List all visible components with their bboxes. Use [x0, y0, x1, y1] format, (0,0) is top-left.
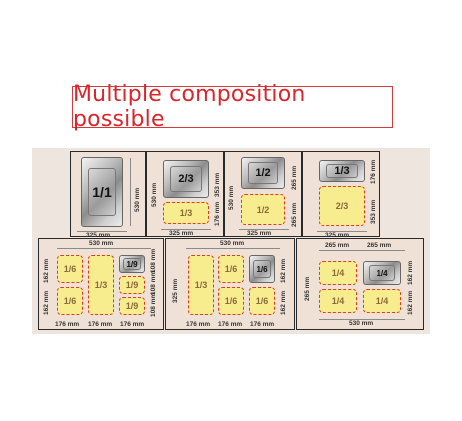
dim-total: 530 mm — [151, 182, 158, 207]
dim-bot: 176 mm — [214, 201, 221, 226]
dim-top: 176 mm — [370, 159, 377, 184]
gn-1-6: 1/6 — [218, 255, 244, 283]
cell-mixed-2: 530 mm 1/3 1/6 1/6 1/6 1/6 325 mm 162 mm… — [165, 238, 295, 330]
dim-width-total: 530 mm — [89, 240, 114, 247]
pan-label: 1/2 — [255, 167, 271, 179]
pan-label: 2/3 — [178, 173, 194, 185]
dim-width-total: 530 mm — [349, 320, 374, 327]
pan-1-2: 1/2 — [241, 157, 285, 189]
dim-h5: 108 mm — [150, 292, 157, 317]
dim-arrow — [239, 229, 289, 230]
gn-1-4: 1/4 — [363, 289, 401, 313]
dim-h2: 162 mm — [43, 290, 50, 315]
pan-1-6: 1/6 — [249, 255, 275, 283]
dim-top: 265 mm — [291, 165, 298, 190]
dim-arrow — [57, 248, 151, 249]
dim-w1: 265 mm — [325, 242, 350, 249]
dim-w3: 176 mm — [250, 321, 275, 328]
dim-width: 325 mm — [86, 232, 111, 239]
dim-bot: 353 mm — [370, 199, 377, 224]
dim-width-total: 530 mm — [220, 240, 245, 247]
dim-arrow — [161, 229, 211, 230]
dim-w1: 176 mm — [55, 321, 80, 328]
pan-1-1: 1/1 — [81, 157, 123, 227]
dim-h1: 162 mm — [280, 258, 287, 283]
cell-mixed-3: 265 mm 265 mm 1/4 1/4 1/4 1/4 265 mm 162… — [296, 238, 424, 330]
dim-h2: 162 mm — [280, 290, 287, 315]
pan-1-4: 1/4 — [363, 261, 401, 285]
dim-h3: 108 mm — [150, 248, 157, 273]
gn-1-9: 1/9 — [119, 276, 145, 294]
dim-height: 530 mm — [134, 187, 141, 212]
cell-1-3: 1/3 2/3 176 mm 353 mm 325 mm — [302, 151, 380, 239]
dim-arrow — [77, 231, 127, 232]
pan-1-3: 1/3 — [319, 160, 365, 182]
gn-1-3: 1/3 — [163, 202, 209, 224]
cell-1-2: 1/2 1/2 530 mm 265 mm 265 mm 325 mm — [224, 151, 302, 237]
pan-label: 1/1 — [92, 184, 112, 200]
dim-w3: 176 mm — [120, 321, 145, 328]
dim-h1: 162 mm — [407, 260, 414, 285]
gn-1-6: 1/6 — [218, 287, 244, 315]
dim-h4: 108 mm — [150, 270, 157, 295]
dim-width: 325 mm — [169, 230, 194, 237]
gn-2-3: 2/3 — [319, 186, 365, 226]
pan-1-9: 1/9 — [119, 255, 145, 273]
gn-1-3: 1/3 — [88, 255, 114, 315]
pan-2-3: 2/3 — [163, 160, 209, 198]
pan-label: 2/3 — [335, 201, 349, 211]
dim-h-left: 325 mm — [172, 278, 179, 303]
dim-arrow — [130, 158, 131, 226]
pan-label: 1/3 — [179, 208, 193, 218]
gn-1-9: 1/9 — [119, 297, 145, 315]
cell-2-3: 2/3 1/3 530 mm 353 mm 176 mm 325 mm — [146, 151, 224, 237]
dim-width: 325 mm — [247, 230, 272, 237]
gn-1-4: 1/4 — [319, 289, 357, 313]
pan-label: 1/2 — [256, 204, 270, 215]
dim-w2: 176 mm — [88, 321, 113, 328]
dim-top: 353 mm — [214, 172, 221, 197]
dim-w1: 176 mm — [186, 321, 211, 328]
composition-banner: Multiple composition possible — [72, 82, 393, 132]
dim-arrow — [186, 248, 280, 249]
gn-1-6: 1/6 — [57, 287, 83, 315]
dim-bot: 265 mm — [291, 202, 298, 227]
banner-title: Multiple composition possible — [73, 82, 306, 132]
dim-h1: 162 mm — [43, 258, 50, 283]
dim-w2: 265 mm — [367, 242, 392, 249]
cell-1-1: 1/1 530 mm 325 mm — [70, 151, 146, 239]
cell-mixed-1: 530 mm 1/6 1/6 1/3 1/9 1/9 1/9 162 mm 16… — [38, 238, 164, 330]
gn-1-6: 1/6 — [57, 255, 83, 283]
gn-1-6: 1/6 — [249, 287, 275, 315]
dim-w2: 176 mm — [218, 321, 243, 328]
dim-arrow — [317, 231, 367, 232]
dim-width: 325 mm — [325, 232, 350, 239]
pan-label: 1/3 — [334, 165, 350, 177]
gn-1-3: 1/3 — [188, 255, 214, 315]
dim-arrow — [319, 319, 405, 320]
dim-arrow — [319, 250, 405, 251]
gn-1-4: 1/4 — [319, 261, 357, 285]
dim-total: 530 mm — [228, 185, 235, 210]
dim-h2: 162 mm — [407, 290, 414, 315]
dim-h-left: 265 mm — [304, 276, 311, 301]
gn-1-2: 1/2 — [241, 194, 285, 225]
